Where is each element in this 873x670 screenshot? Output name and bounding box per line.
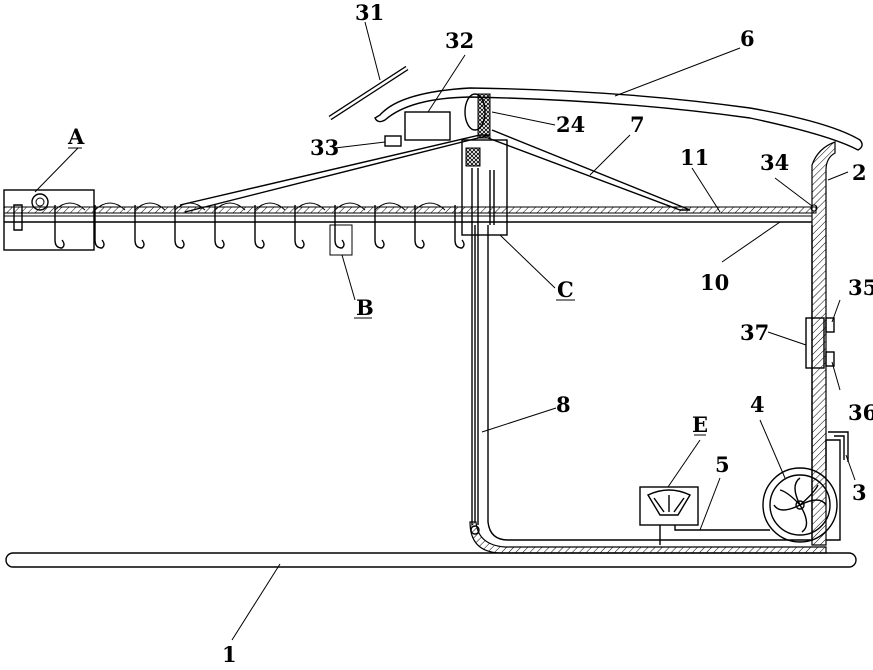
support-post: [478, 94, 490, 138]
label-4: 4: [750, 392, 765, 417]
control-box: [405, 112, 450, 140]
fan: [763, 440, 840, 542]
sensor-box: [385, 136, 401, 146]
label-36: 36: [848, 400, 873, 425]
label-24: 24: [556, 112, 585, 137]
label-8: 8: [556, 392, 571, 417]
label-6: 6: [740, 26, 755, 51]
label-37: 37: [740, 320, 769, 345]
label-2: 2: [852, 160, 867, 185]
label-c: C: [557, 277, 574, 302]
top-rail: [4, 207, 816, 213]
brace-beam: [488, 130, 690, 210]
label-7: 7: [630, 112, 645, 137]
label-5: 5: [715, 452, 730, 477]
label-35: 35: [848, 275, 873, 300]
label-34: 34: [760, 150, 789, 175]
label-1: 1: [222, 642, 237, 667]
detail-box-b: [330, 225, 352, 255]
label-a: A: [67, 124, 85, 149]
vent: [828, 432, 848, 462]
label-b: B: [356, 295, 374, 320]
nozzle: [648, 490, 690, 515]
label-10: 10: [700, 270, 729, 295]
label-32: 32: [445, 28, 474, 53]
label-e: E: [692, 412, 708, 437]
inner-chamber-outline: [488, 225, 812, 540]
duct: [660, 525, 770, 545]
label-11: 11: [680, 145, 709, 170]
label-33: 33: [310, 135, 339, 160]
label-31: 31: [355, 0, 384, 25]
base-plate: [6, 553, 856, 567]
label-3: 3: [852, 480, 867, 505]
bottom-floor: [470, 522, 826, 553]
drive-box: [4, 190, 94, 250]
